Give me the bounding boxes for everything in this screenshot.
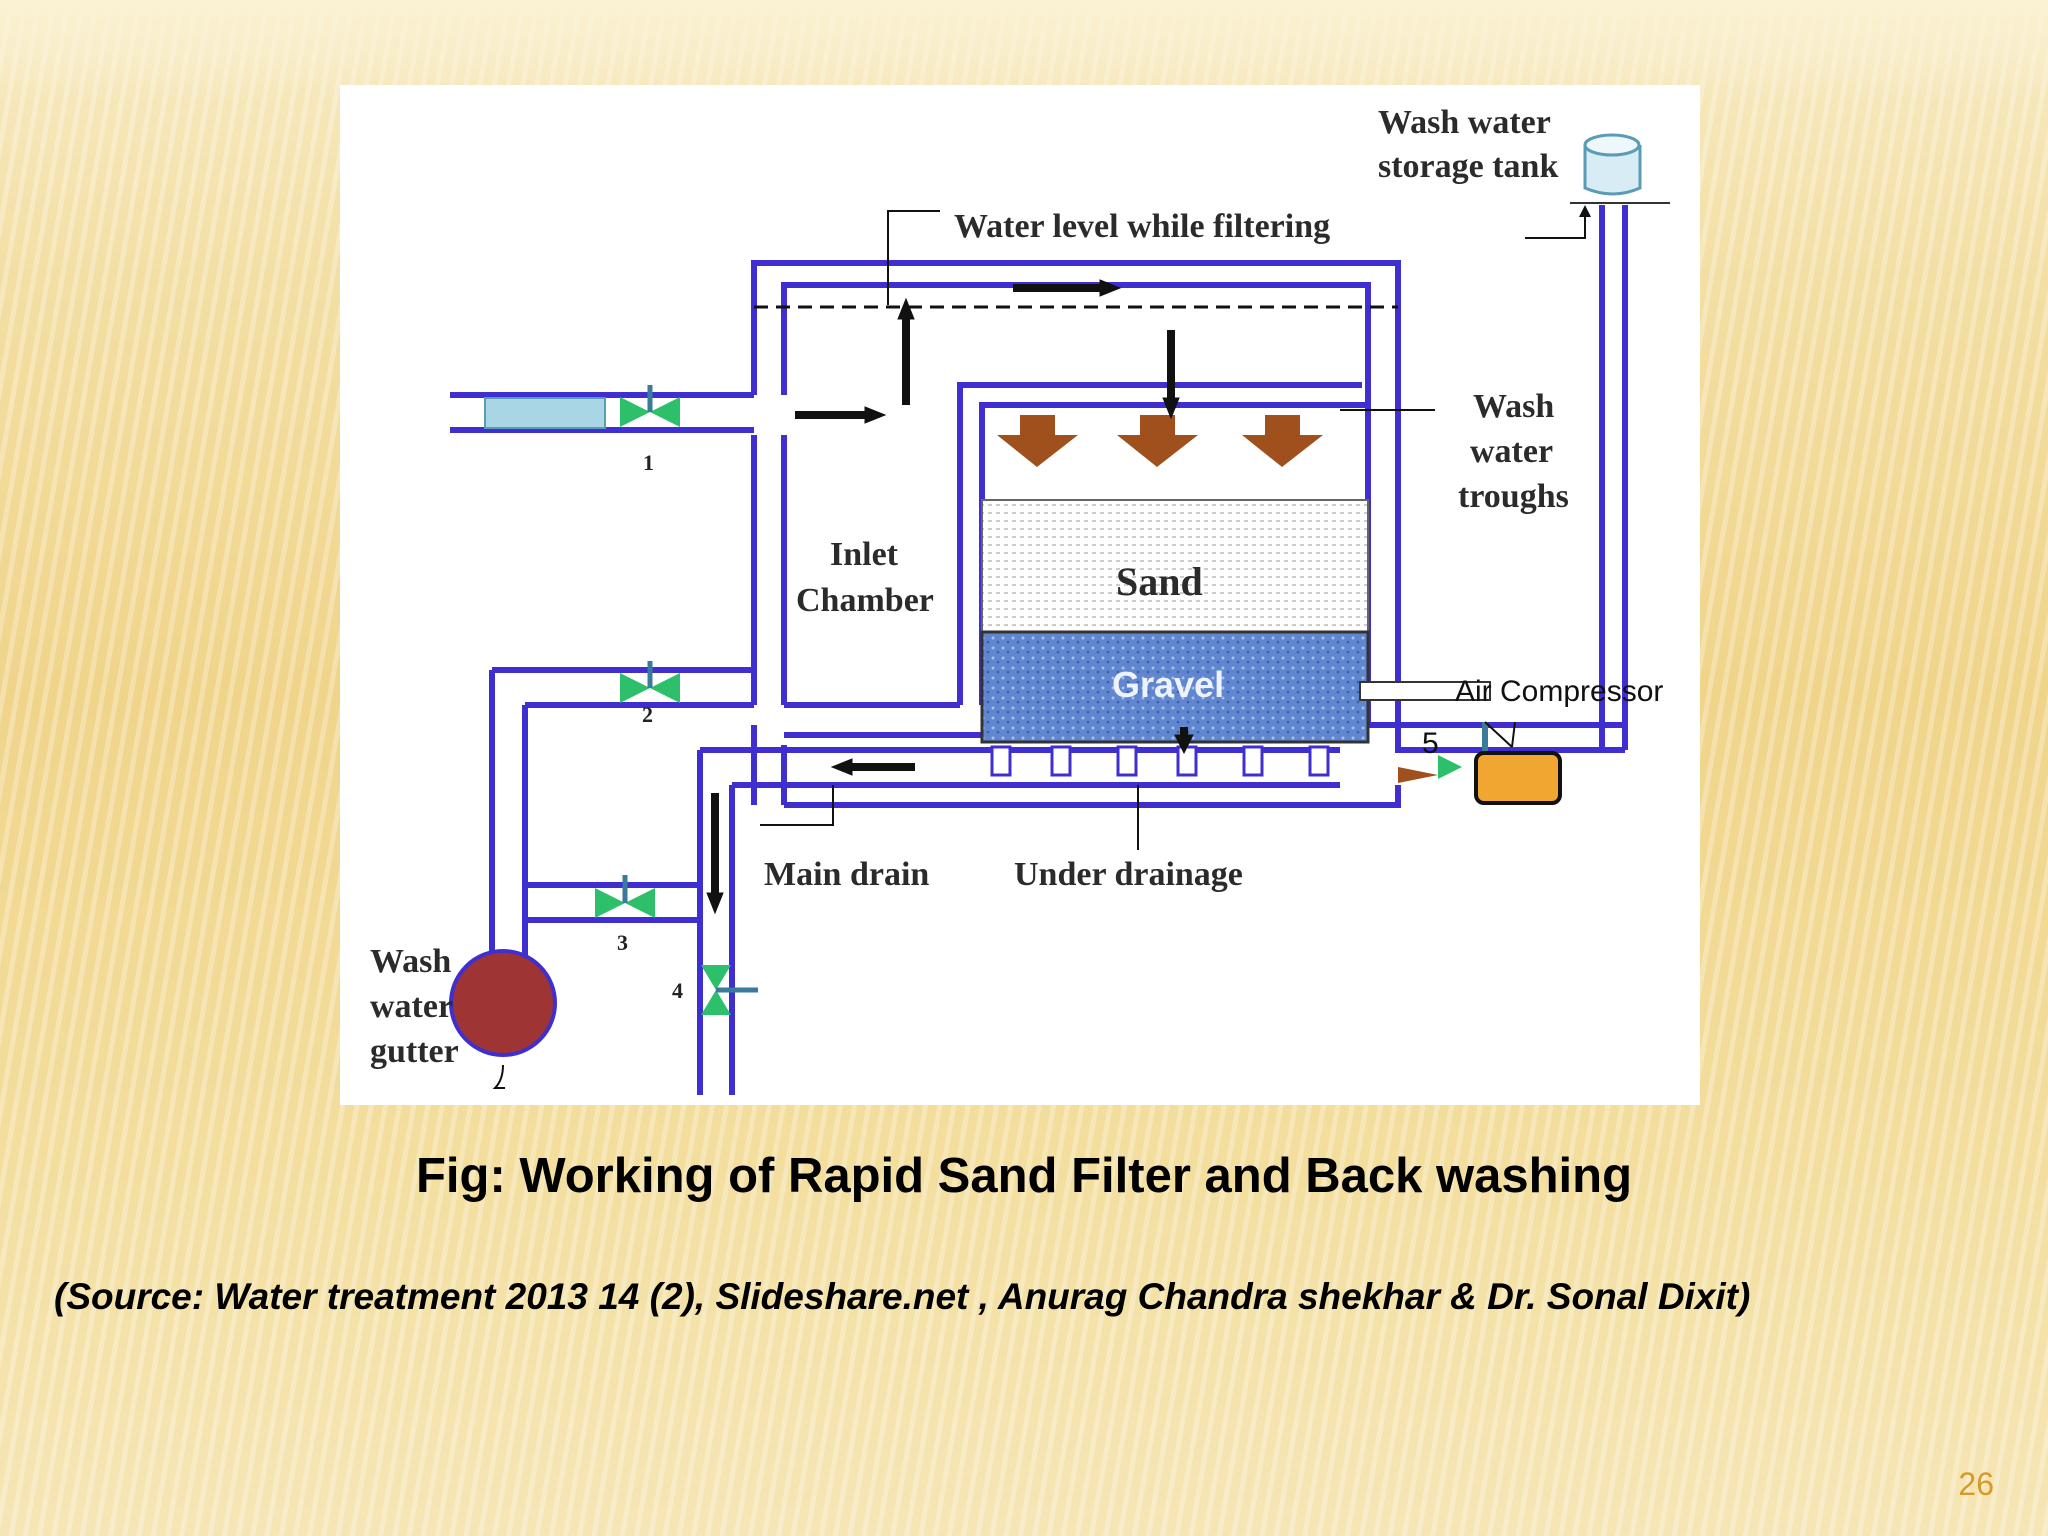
valve-4: 4 — [672, 965, 758, 1015]
label-inlet-chamber-2: Chamber — [796, 582, 934, 619]
under-drain-nozzles — [990, 745, 1330, 777]
valve2-connection — [784, 702, 982, 738]
inlet-chamber-bottom-walls — [751, 725, 787, 805]
label-wash-water-storage-tank-2: storage tank — [1378, 148, 1558, 185]
valve3-branch — [525, 882, 700, 923]
label-inlet-chamber-1: Inlet — [830, 536, 899, 573]
valve-4-label: 4 — [672, 978, 683, 1003]
wash-water-storage-tank — [1525, 133, 1670, 239]
valve-5: 5 — [1398, 722, 1488, 783]
rapid-sand-filter-diagram: 1 2 3 4 5 — [370, 104, 1670, 1095]
filter-tank-left-outer — [957, 382, 1362, 705]
label-wash-water-gutter-1: Wash — [370, 943, 451, 980]
label-wash-water-troughs-3: troughs — [1458, 478, 1569, 515]
inlet-water — [484, 397, 606, 429]
wash-water-troughs — [997, 415, 1323, 467]
flow-arrows — [706, 279, 1194, 915]
sand-layer — [981, 499, 1369, 633]
label-under-drainage: Under drainage — [1014, 856, 1243, 893]
valve-1: 1 — [620, 385, 680, 475]
valve-5-label: 5 — [1422, 727, 1439, 760]
inlet-chamber-lower-walls — [751, 435, 787, 705]
inlet-chamber-inner-wall — [781, 282, 1625, 728]
wash-drain-pipe-inner — [522, 702, 754, 965]
leader-lines — [492, 210, 1435, 1089]
label-gravel: Gravel — [1112, 664, 1224, 705]
wash-drain-pipe-outer — [489, 667, 754, 965]
label-wash-water-troughs-2: water — [1470, 433, 1553, 470]
valve-2: 2 — [620, 661, 680, 727]
label-main-drain: Main drain — [764, 856, 929, 893]
main-drain-inner — [729, 782, 1340, 1095]
label-sand: Sand — [1116, 559, 1203, 604]
label-air-compressor: Air Compressor — [1455, 675, 1663, 708]
slide-top-band — [0, 0, 2048, 95]
valve-1-label: 1 — [643, 450, 654, 475]
compressor-pointer — [1511, 721, 1516, 748]
label-wash-water-troughs-1: Wash — [1473, 388, 1554, 425]
air-compressor-box — [1474, 751, 1562, 805]
label-wash-water-gutter-3: gutter — [370, 1033, 459, 1070]
label-water-level: Water level while filtering — [954, 208, 1330, 245]
wash-tank-riser — [1599, 205, 1628, 750]
figure-caption: Fig: Working of Rapid Sand Filter and Ba… — [415, 1149, 1633, 1203]
page-number: 26 — [1958, 1466, 1994, 1502]
figure-source: (Source: Water treatment 2013 14 (2), Sl… — [54, 1276, 1751, 1317]
under-drain-bottom — [784, 785, 1401, 808]
label-wash-water-gutter-2: water — [370, 988, 453, 1025]
figure-panel: 1 2 3 4 5 — [340, 85, 1700, 1105]
wash-water-gutter — [449, 949, 557, 1057]
inlet-pipe — [450, 392, 754, 433]
valve-2-label: 2 — [642, 702, 653, 727]
label-wash-water-storage-tank-1: Wash water — [1378, 104, 1551, 141]
valve-3-label: 3 — [617, 930, 628, 955]
valve-3: 3 — [595, 875, 655, 955]
air-pipe — [1359, 681, 1491, 701]
